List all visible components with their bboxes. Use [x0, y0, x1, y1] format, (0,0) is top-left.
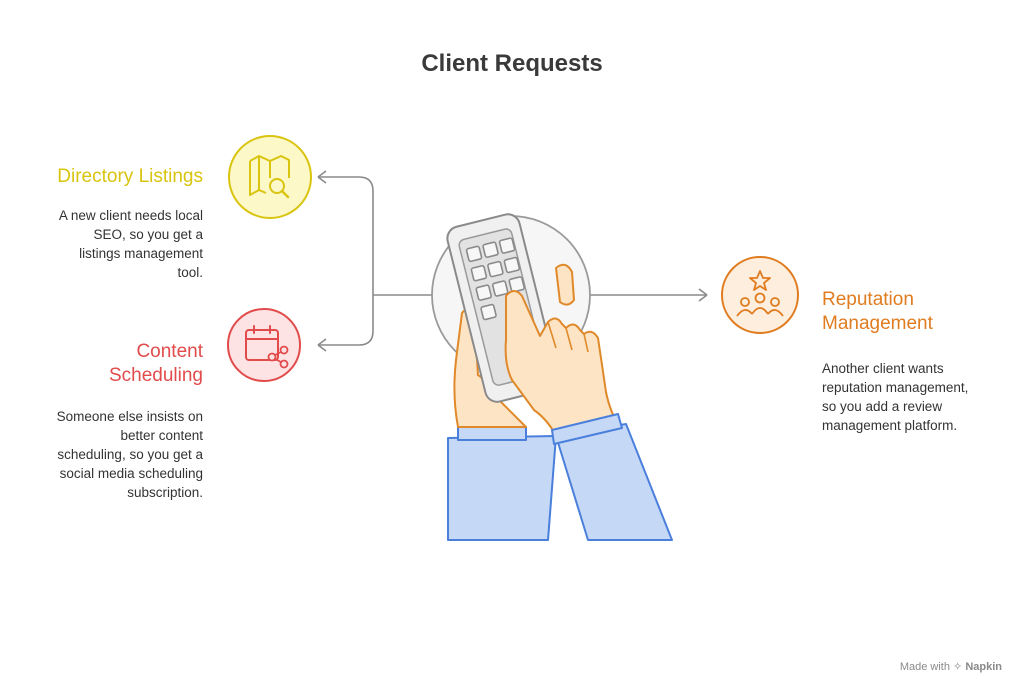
description-line: Someone else insists on	[56, 409, 203, 424]
connector-lines	[317, 170, 708, 352]
calendar-share-icon	[227, 308, 301, 382]
napkin-logo-icon: ✧	[953, 661, 963, 673]
description-line: subscription.	[127, 485, 203, 500]
description-line: social media scheduling	[59, 466, 203, 481]
description-line: A new client needs local	[58, 208, 203, 223]
description-line: so you add a review	[822, 399, 943, 414]
directory-listings-description: A new client needs local SEO, so you get…	[20, 206, 203, 282]
description-line: reputation management,	[822, 380, 969, 395]
team-star-icon	[721, 256, 799, 334]
reputation-management-heading: Reputation Management	[822, 288, 1012, 336]
hands-holding-phone-icon	[431, 213, 673, 541]
footer-brand: Napkin	[965, 661, 1002, 673]
description-line: better content	[120, 428, 203, 443]
content-scheduling-heading: Content Scheduling	[20, 340, 203, 388]
reputation-management-description: Another client wants reputation manageme…	[822, 359, 1012, 435]
description-line: SEO, so you get a	[93, 227, 203, 242]
description-line: tool.	[177, 265, 203, 280]
directory-listings-heading: Directory Listings	[20, 165, 203, 189]
heading-line: Content	[136, 341, 203, 362]
description-line: Another client wants	[822, 361, 944, 376]
diagram-title: Client Requests	[421, 50, 603, 77]
map-search-icon	[228, 135, 312, 219]
heading-line: Management	[822, 313, 933, 334]
footer-text: Made with	[899, 661, 950, 673]
made-with-napkin-footer: Made with ✧ Napkin	[900, 660, 1002, 673]
content-scheduling-description: Someone else insists on better content s…	[20, 407, 203, 502]
heading-line: Scheduling	[108, 365, 203, 386]
description-line: management platform.	[822, 418, 958, 433]
heading-line: Reputation	[822, 289, 914, 310]
description-line: scheduling, so you get a	[57, 447, 203, 462]
description-line: listings management	[79, 246, 203, 261]
heading-line: Directory Listings	[57, 166, 203, 187]
